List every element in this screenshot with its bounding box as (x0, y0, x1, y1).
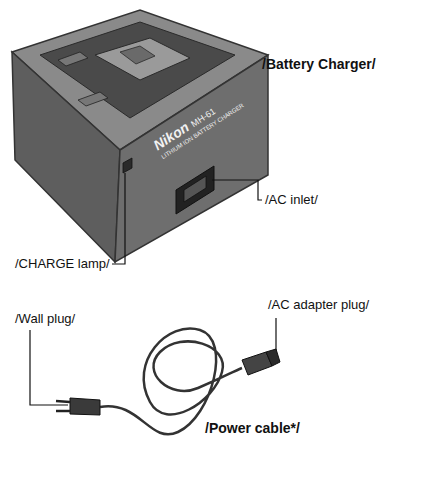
power-cable-drawing (56, 329, 280, 435)
part-label: /Power cable*/ (205, 420, 300, 437)
part-label: /AC adapter plug/ (268, 297, 369, 313)
ac-inlet (176, 166, 214, 214)
part-label: /AC inlet/ (265, 192, 318, 208)
part-label: /CHARGE lamp/ (15, 256, 110, 272)
charge-lamp (123, 158, 132, 173)
part-label: /Wall plug/ (15, 311, 75, 327)
part-label: /Battery Charger/ (262, 56, 376, 73)
battery-charger-drawing (12, 10, 268, 262)
